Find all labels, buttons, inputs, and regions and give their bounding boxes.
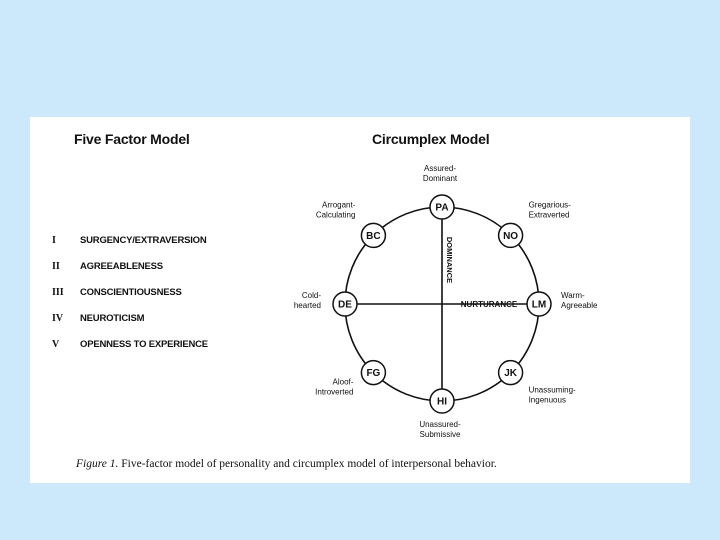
- octant-node: [332, 291, 358, 317]
- figure-caption: Figure 1. Five-factor model of personali…: [76, 458, 497, 470]
- factor-name: CONSCIENTIOUSNESS: [80, 287, 182, 298]
- octant-node: [497, 222, 524, 249]
- factor-numeral: V: [52, 339, 60, 350]
- octant-description: Agreeable: [561, 301, 598, 310]
- caption-label: Figure 1.: [76, 458, 119, 470]
- factor-name: AGREEABLENESS: [80, 261, 163, 272]
- dominance-axis-label: DOMINANCE: [445, 237, 454, 283]
- octant-code: FG: [366, 368, 380, 379]
- five-factor-title: Five Factor Model: [74, 131, 190, 147]
- octant-description: Gregarious-: [529, 200, 572, 209]
- octant-code: HI: [437, 397, 447, 408]
- octant-description: Cold-: [302, 291, 321, 300]
- factor-row: I SURGENCY/EXTRAVERSION: [52, 235, 207, 246]
- octant-code: JK: [504, 368, 518, 379]
- octant-description: Submissive: [420, 430, 461, 439]
- factor-numeral: III: [52, 287, 64, 298]
- octant-description: Aloof-: [333, 378, 354, 387]
- octant-node: [360, 222, 387, 249]
- figure-panel: Five Factor Model Circumplex Model I SURG…: [30, 117, 690, 483]
- factor-row: II AGREEABLENESS: [52, 261, 163, 272]
- octant-code: DE: [338, 300, 352, 311]
- octant-code: BC: [366, 231, 380, 242]
- octant-code: LM: [532, 300, 546, 311]
- factor-name: OPENNESS TO EXPERIENCE: [80, 339, 208, 350]
- factor-row: IV NEUROTICISM: [52, 313, 145, 324]
- factor-name: NEUROTICISM: [80, 313, 145, 324]
- octant-description: Arrogant-: [322, 200, 356, 209]
- octant-node: [429, 194, 455, 220]
- octant-description: Assured-: [424, 164, 456, 173]
- octant-description: Calculating: [316, 210, 356, 219]
- octant-description: Extraverted: [529, 210, 570, 219]
- octant-description: Dominant: [423, 174, 458, 183]
- octant-description: Unassured-: [419, 420, 461, 429]
- circumplex-title: Circumplex Model: [372, 131, 490, 147]
- factor-numeral: I: [52, 235, 56, 246]
- octant-code: NO: [503, 231, 518, 242]
- octant-node: [526, 291, 552, 317]
- caption-text: Five-factor model of personality and cir…: [121, 458, 497, 470]
- factor-row: III CONSCIENTIOUSNESS: [52, 287, 182, 298]
- octant-description: Warm-: [561, 291, 585, 300]
- octant-node: [429, 388, 455, 414]
- octant-node: [360, 359, 387, 386]
- octant-description: Introverted: [315, 388, 353, 397]
- octant-description: Unassuming-: [529, 386, 576, 395]
- octant-code: PA: [435, 203, 448, 214]
- octant-node: [497, 359, 524, 386]
- factor-name: SURGENCY/EXTRAVERSION: [80, 235, 207, 246]
- factor-row: V OPENNESS TO EXPERIENCE: [52, 339, 208, 350]
- factor-numeral: IV: [52, 313, 64, 324]
- octant-description: Ingenuous: [529, 396, 566, 405]
- octant-description: hearted: [294, 301, 321, 310]
- factor-numeral: II: [52, 261, 60, 272]
- nurturance-axis-label: NURTURANCE: [461, 300, 518, 309]
